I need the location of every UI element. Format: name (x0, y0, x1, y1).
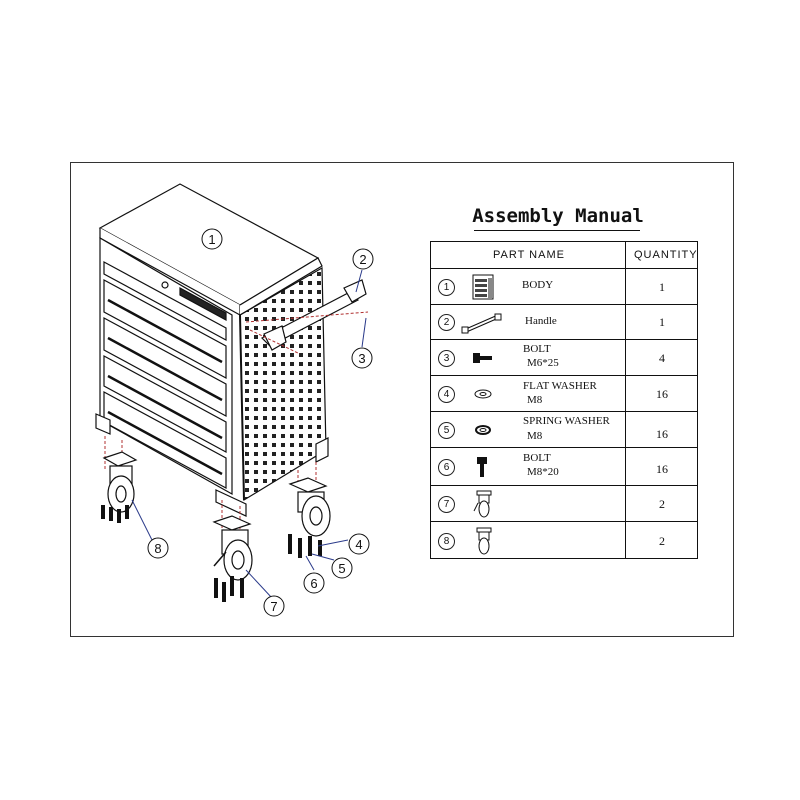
part-name: Handle (525, 315, 557, 327)
part-spec: M6*25 (527, 357, 559, 369)
part-number: 5 (438, 422, 455, 439)
parts-row: 5 SPRING WASHER M8 16 (431, 412, 697, 448)
callout-5: 5 (331, 557, 353, 579)
bolt-guide-lines (104, 311, 369, 532)
header-part-name: PART NAME (493, 249, 565, 261)
bolt-icon (473, 353, 492, 363)
parts-row: 3 BOLT M6*25 4 (431, 340, 697, 376)
bolt-icon (477, 457, 487, 477)
flat-washer-icon (474, 389, 492, 399)
manual-title: Assembly Manual (472, 205, 644, 227)
parts-row: 6 BOLT M8*20 16 (431, 448, 697, 486)
svg-text:6: 6 (310, 576, 317, 591)
svg-text:8: 8 (154, 541, 161, 556)
part-number: 3 (438, 350, 455, 367)
parts-row: 2 Handle 1 (431, 305, 697, 340)
loose-bolts (101, 505, 322, 602)
parts-row: 8 2 (431, 522, 697, 560)
part-quantity: 1 (659, 315, 665, 329)
part-number: 7 (438, 496, 455, 513)
parts-row: 7 2 (431, 486, 697, 522)
handle-icon (461, 313, 502, 334)
callout-3: 3 (351, 347, 373, 369)
part-quantity: 2 (659, 534, 665, 548)
drawing-frame (70, 162, 734, 637)
brake-caster-icon (473, 490, 492, 518)
part-name: BODY (522, 279, 554, 291)
part-number: 8 (438, 533, 455, 550)
parts-row: 4 FLAT WASHER M8 16 (431, 376, 697, 412)
part-spec: M8 (527, 394, 543, 406)
part-spec: M8*20 (527, 466, 559, 478)
caster-front-right (288, 477, 331, 537)
parts-row: 1 BODY 1 (431, 269, 697, 305)
svg-text:1: 1 (208, 232, 215, 247)
caster-icon (476, 527, 492, 555)
parts-table: PART NAME QUANTITY 1 BODY 1 2 Handle 1 3 (430, 241, 698, 559)
part-quantity: 16 (656, 387, 668, 401)
caster-front-left (212, 515, 253, 581)
svg-text:2: 2 (359, 252, 366, 267)
svg-text:5: 5 (338, 561, 345, 576)
svg-text:4: 4 (355, 537, 362, 552)
part-spec: M8 (527, 430, 543, 442)
part-quantity: 2 (659, 497, 665, 511)
part-quantity: 16 (656, 462, 668, 476)
part-name: BOLT (523, 452, 551, 464)
part-number: 1 (438, 279, 455, 296)
callout-1: 1 (201, 228, 223, 250)
header-quantity: QUANTITY (634, 249, 698, 261)
column-divider (625, 242, 626, 558)
parts-table-header: PART NAME QUANTITY (431, 242, 697, 269)
caster-rear-left (102, 451, 138, 513)
svg-text:3: 3 (358, 351, 365, 366)
spring-washer-icon (475, 425, 491, 435)
cabinet-body (95, 183, 329, 517)
part-number: 4 (438, 386, 455, 403)
tool-cabinet-icon (472, 274, 494, 300)
svg-text:7: 7 (270, 599, 277, 614)
part-number: 6 (438, 459, 455, 476)
handle-part (260, 279, 367, 351)
leader-lines (131, 269, 367, 599)
callout-7: 7 (263, 595, 285, 617)
callout-8: 8 (147, 537, 169, 559)
callout-6: 6 (303, 572, 325, 594)
callout-2: 2 (352, 248, 374, 270)
part-name: BOLT (523, 343, 551, 355)
part-quantity: 16 (656, 427, 668, 441)
part-name: FLAT WASHER (523, 380, 597, 392)
part-quantity: 4 (659, 351, 665, 365)
part-number: 2 (438, 314, 455, 331)
callout-4: 4 (348, 533, 370, 555)
part-quantity: 1 (659, 280, 665, 294)
title-underline (474, 230, 640, 231)
part-name: SPRING WASHER (523, 415, 610, 427)
